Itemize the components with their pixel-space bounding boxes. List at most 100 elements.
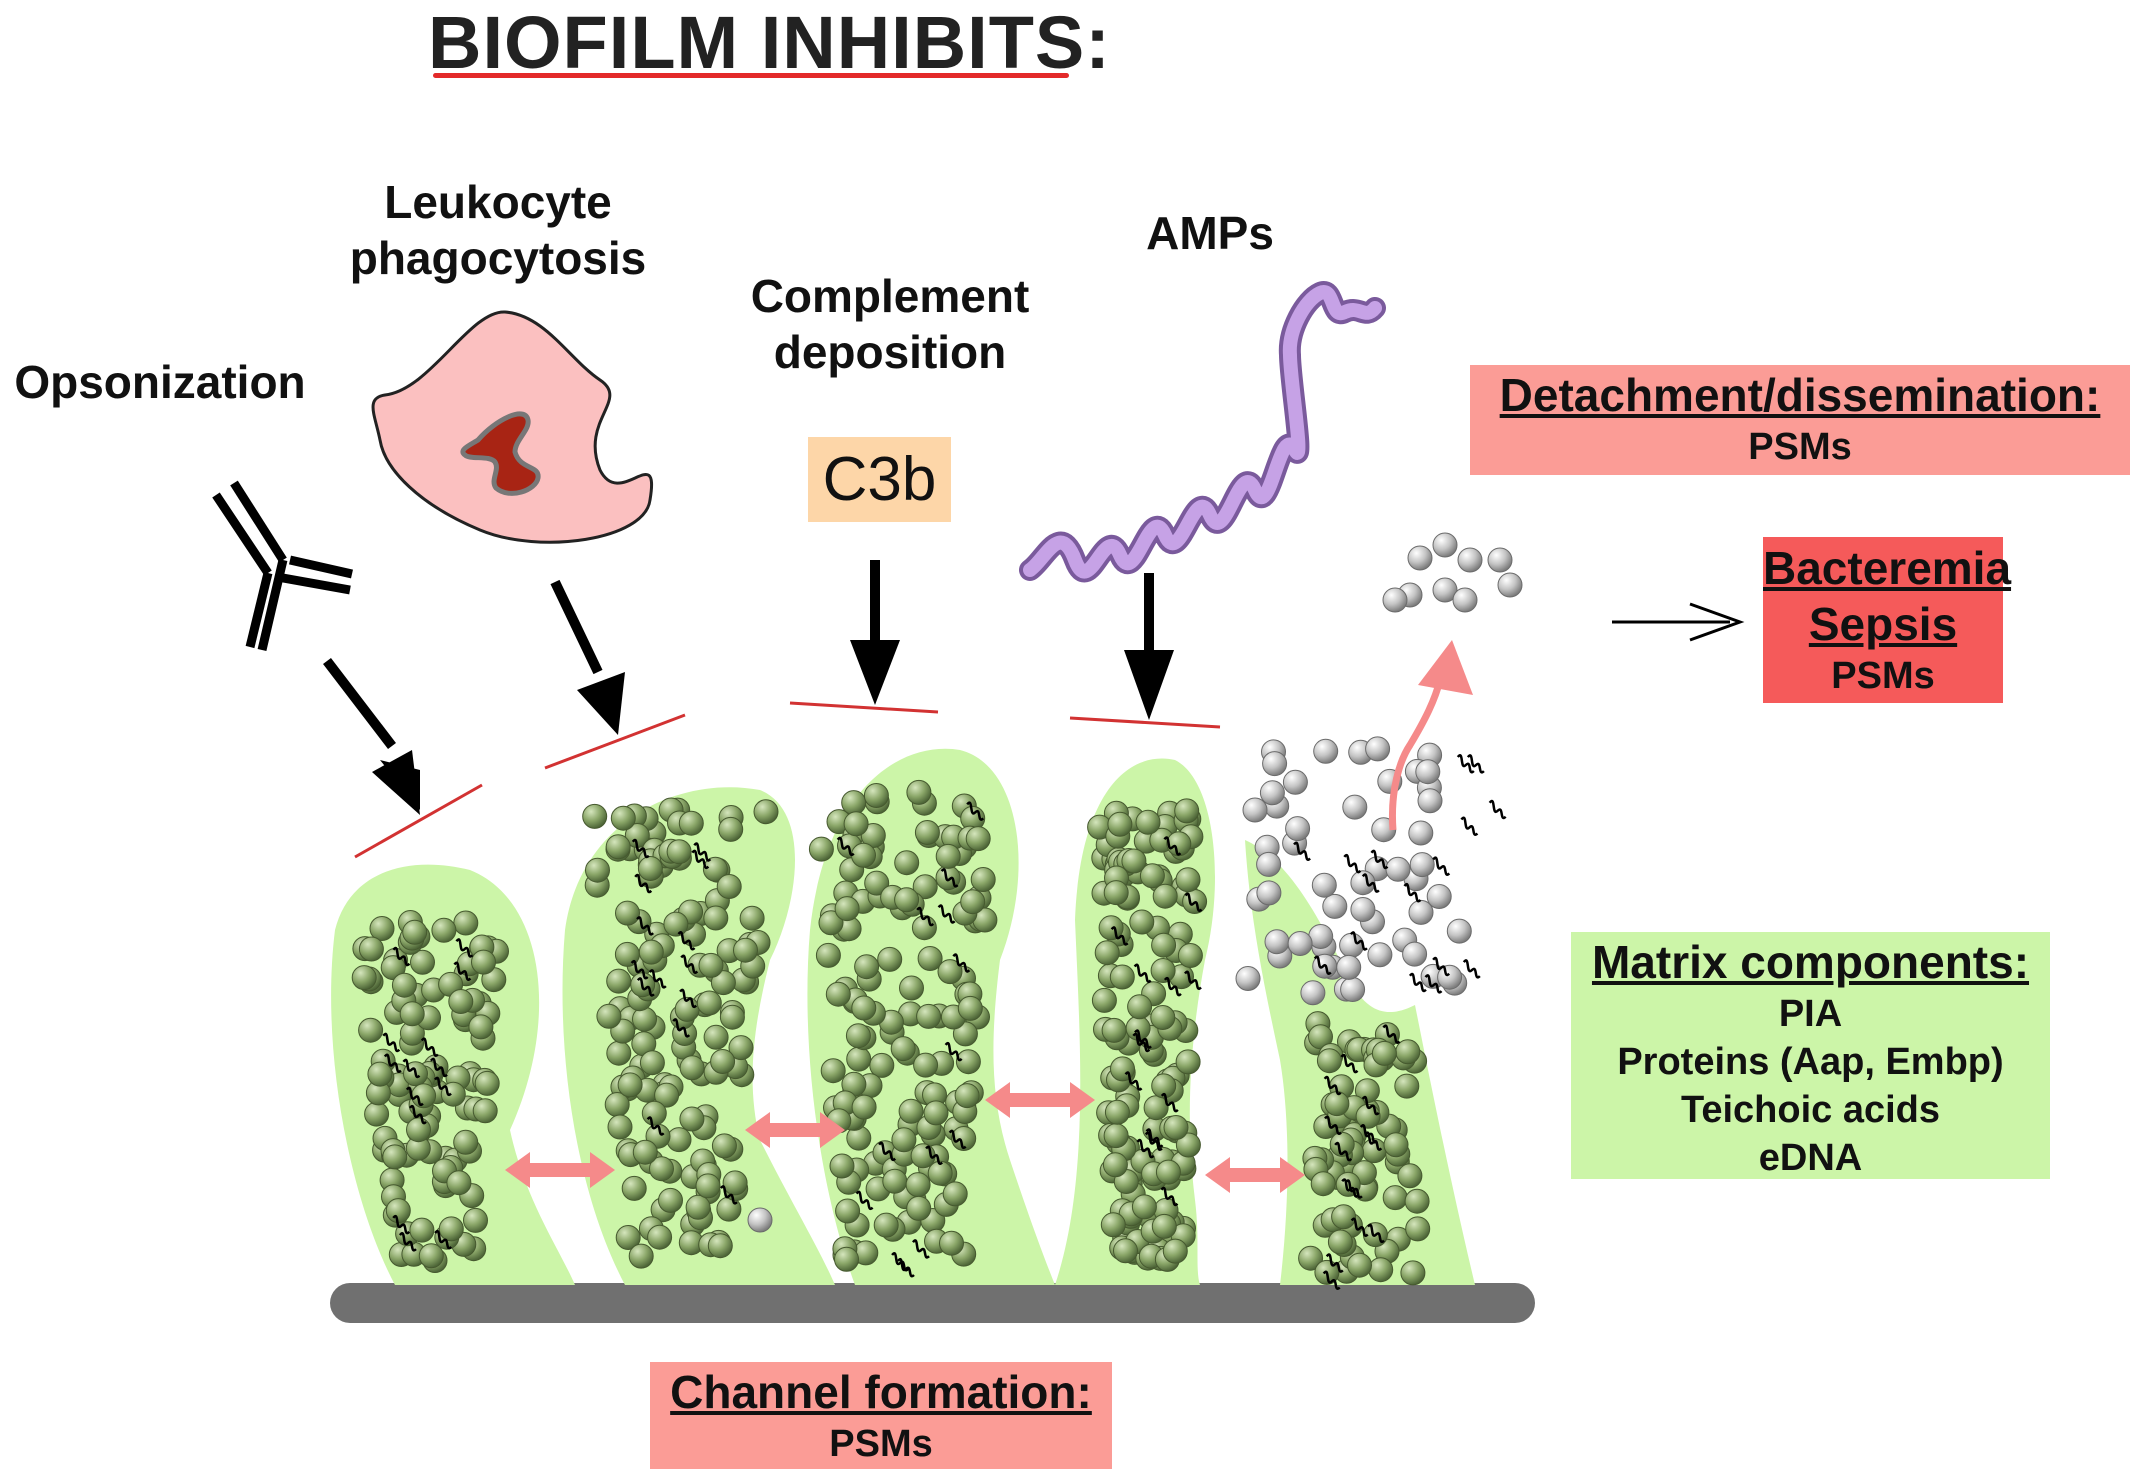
edna-strand (1184, 892, 1203, 913)
edna-strand (405, 1086, 424, 1107)
edna-strand (1488, 799, 1507, 820)
bacterium (638, 939, 664, 965)
detached-bacterium (1300, 980, 1326, 1006)
bacterium (678, 810, 704, 836)
bacterium (641, 1100, 667, 1126)
edna-strand (966, 801, 985, 821)
bacterium (1175, 867, 1201, 893)
bacterium (679, 1106, 705, 1132)
edna-strand (634, 873, 653, 894)
edna-strand (1343, 853, 1362, 874)
bacterium (380, 955, 406, 981)
bacterium (834, 896, 860, 922)
bacterium (649, 1156, 674, 1182)
leukocyte-icon (371, 310, 653, 544)
sepsis-heading: Sepsis (1808, 598, 1958, 650)
detached-bacterium (747, 1207, 773, 1233)
bacterium (957, 995, 983, 1021)
detached-bacterium (1415, 759, 1441, 785)
bacteremia-box: Bacteremia Sepsis PSMs (1763, 540, 2011, 700)
bacterium (1382, 1185, 1408, 1211)
bacterium (605, 834, 631, 860)
detached-bacterium (1409, 852, 1435, 878)
bacterium (882, 1168, 908, 1194)
bacterium (739, 905, 765, 931)
detached-bacterium (1256, 851, 1282, 877)
bacterium (658, 1187, 683, 1213)
detached-bacterium (1339, 932, 1365, 958)
edna-strand (944, 1041, 963, 1062)
bacterium (1368, 1257, 1394, 1283)
bacterium (970, 867, 996, 892)
bacterium (621, 1175, 647, 1201)
edna-strand (1160, 1092, 1179, 1113)
detached-bacterium (1350, 897, 1376, 922)
edna-strand (1184, 970, 1202, 990)
detached-bacterium (1322, 893, 1348, 919)
detached-bacterium (1287, 931, 1313, 956)
bacterium (851, 995, 877, 1021)
bacterium (453, 910, 479, 936)
bacterium (1135, 809, 1161, 835)
bacterium (698, 952, 724, 978)
matrix-item-proteins: Proteins (Aap, Embp) (1617, 1041, 2004, 1083)
detached-bacterium (1407, 545, 1433, 571)
bacterium (906, 779, 932, 805)
bacteremia-item: PSMs (1831, 655, 1935, 697)
arrow-opsonization (323, 657, 396, 750)
bacterium (385, 1198, 411, 1224)
edna-strand (420, 1037, 439, 1057)
bacterium (1150, 1005, 1176, 1030)
title-colon: : (1085, 1, 1111, 84)
bacterium (916, 1003, 942, 1029)
bacterium (863, 783, 889, 808)
detachment-heading: Detachment/dissemination: (1499, 369, 2101, 421)
edna-strand (679, 988, 698, 1009)
bacterium (894, 850, 920, 876)
edna-strand (402, 1058, 421, 1079)
bacterium (1143, 1095, 1169, 1121)
arrowhead-amps (1124, 650, 1174, 720)
detachment-box-bg (1470, 365, 2130, 475)
bacterium (913, 1052, 939, 1078)
matrix-item-pia: PIA (1778, 993, 1843, 1035)
bacterium (843, 811, 869, 837)
bacterium (955, 1049, 981, 1075)
detached-bacterium (1340, 977, 1366, 1002)
bacterium (647, 1224, 673, 1250)
bacterium (728, 1035, 754, 1061)
bacterium (854, 954, 880, 980)
edna-strand (719, 1185, 738, 1205)
channel-heading: Channel formation: (670, 1366, 1092, 1418)
detached-bacterium (1385, 856, 1411, 882)
bacterium (1094, 940, 1120, 966)
bacterium (409, 1217, 435, 1243)
arrow-heads (372, 640, 1174, 815)
bacterium (695, 1173, 721, 1199)
bacterium (1316, 1048, 1342, 1074)
edna-strand (1322, 1270, 1341, 1290)
bacterium (927, 1160, 953, 1186)
bacterium (1104, 1099, 1130, 1125)
bacterium (808, 836, 834, 862)
bacterium (696, 990, 722, 1016)
bacterium (615, 900, 640, 926)
edna-strand (1456, 754, 1475, 774)
inhibition-lines (354, 701, 1221, 859)
bacterium (1310, 1171, 1336, 1197)
bacterium (666, 839, 692, 865)
bacterium (942, 1181, 968, 1207)
edna-strand (392, 946, 411, 967)
arrow-phagocytosis (550, 579, 603, 675)
bacterium (463, 1207, 488, 1233)
edna-strand (940, 868, 959, 888)
bacterium (890, 1036, 916, 1062)
bacterium (617, 1072, 643, 1098)
bacterium (1174, 798, 1200, 824)
bacterium (585, 857, 610, 883)
edna-strand (646, 1116, 665, 1136)
edna-strand (896, 1258, 915, 1278)
edna-strand (1313, 955, 1332, 975)
bacterium (402, 919, 428, 945)
bacterium (898, 1098, 924, 1124)
